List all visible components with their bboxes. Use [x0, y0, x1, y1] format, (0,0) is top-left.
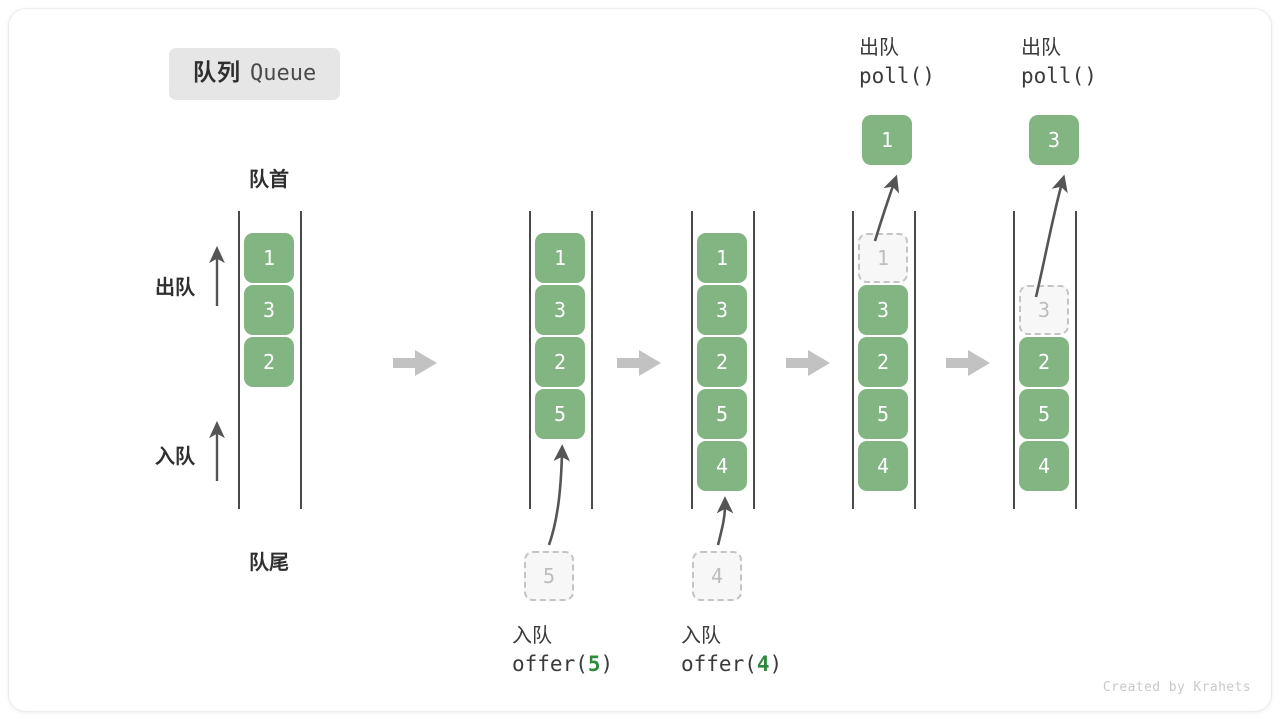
diagram-stage: 队列 Queue 队首 队尾 出队 入队 1 3 2 1 3 2 5 5 入队 o…: [9, 9, 1271, 711]
rail-right: [1075, 211, 1077, 509]
outgoing-element: 3: [1029, 115, 1079, 165]
incoming-element: 5: [524, 551, 574, 601]
arrows-overlay: [209, 174, 1068, 546]
enqueue-curve-arrow: [547, 444, 571, 546]
title-cn: 队列: [193, 59, 241, 85]
queue-cell: 2: [535, 337, 585, 387]
queue-cell: 1: [244, 233, 294, 283]
queue-cell: 4: [697, 441, 747, 491]
queue-cell: 3: [697, 285, 747, 335]
enqueue-curve-arrow: [716, 496, 734, 546]
label-tail: 队尾: [249, 552, 289, 574]
operation-fn: offer(: [512, 652, 588, 677]
operation-code: poll(): [1021, 64, 1097, 89]
rail-right: [591, 211, 593, 509]
operation-code: offer(4): [681, 650, 782, 680]
diagram-card: 队列 Queue 队首 队尾 出队 入队 1 3 2 1 3 2 5 5 入队 o…: [8, 8, 1272, 712]
queue-cell: 4: [1019, 441, 1069, 491]
operation-label-offer-4: 入队 offer(4): [681, 622, 782, 680]
step-arrow-icon: [946, 350, 990, 376]
rail-left: [691, 211, 693, 509]
operation-code: poll(): [859, 64, 935, 89]
rail-left: [529, 211, 531, 509]
dequeue-curve-arrow: [1034, 174, 1068, 298]
step-arrow-icon: [393, 350, 437, 376]
queue-cell: 3: [535, 285, 585, 335]
rail-left: [852, 211, 854, 509]
operation-arg: 5: [587, 652, 601, 677]
step-arrow-icon: [617, 350, 661, 376]
queue-cell: 5: [1019, 389, 1069, 439]
queue-cell: 3: [1019, 285, 1069, 335]
operation-cn: 出队: [1021, 37, 1061, 59]
incoming-element: 4: [692, 551, 742, 601]
queue-cell: 5: [858, 389, 908, 439]
queue-cell: 5: [697, 389, 747, 439]
operation-close: ): [769, 652, 783, 677]
step-arrow-icon: [786, 350, 830, 376]
queue-cell: 2: [244, 337, 294, 387]
queue-cell: 3: [858, 285, 908, 335]
queue-cell: 2: [1019, 337, 1069, 387]
label-dequeue-side: 出队: [155, 277, 195, 299]
operation-cn: 出队: [859, 37, 899, 59]
queue-cell: 1: [535, 233, 585, 283]
label-enqueue-side: 入队: [155, 446, 195, 468]
title-en: Queue: [250, 61, 317, 86]
operation-label-poll-3: 出队 poll(): [1021, 34, 1097, 92]
operation-label-offer-5: 入队 offer(5): [512, 622, 613, 680]
rail-right: [300, 211, 302, 509]
queue-cell: 2: [697, 337, 747, 387]
queue-cell: 5: [535, 389, 585, 439]
queue-cell: 2: [858, 337, 908, 387]
operation-arg: 4: [756, 652, 770, 677]
queue-cell: 1: [697, 233, 747, 283]
rail-right: [914, 211, 916, 509]
label-head: 队首: [249, 169, 289, 191]
queue-cell: 4: [858, 441, 908, 491]
rail-left: [1013, 211, 1015, 509]
operation-fn: offer(: [681, 652, 757, 677]
queue-cell: 3: [244, 285, 294, 335]
operation-code: offer(5): [512, 650, 613, 680]
operation-cn: 入队: [512, 625, 552, 647]
rail-left: [238, 211, 240, 509]
queue-cell: 1: [858, 233, 908, 283]
credit-text: Created by Krahets: [1102, 680, 1251, 695]
operation-close: ): [600, 652, 614, 677]
outgoing-element: 1: [862, 115, 912, 165]
operation-cn: 入队: [681, 625, 721, 647]
rail-right: [753, 211, 755, 509]
operation-label-poll-1: 出队 poll(): [859, 34, 935, 92]
title-badge: 队列 Queue: [169, 48, 341, 100]
